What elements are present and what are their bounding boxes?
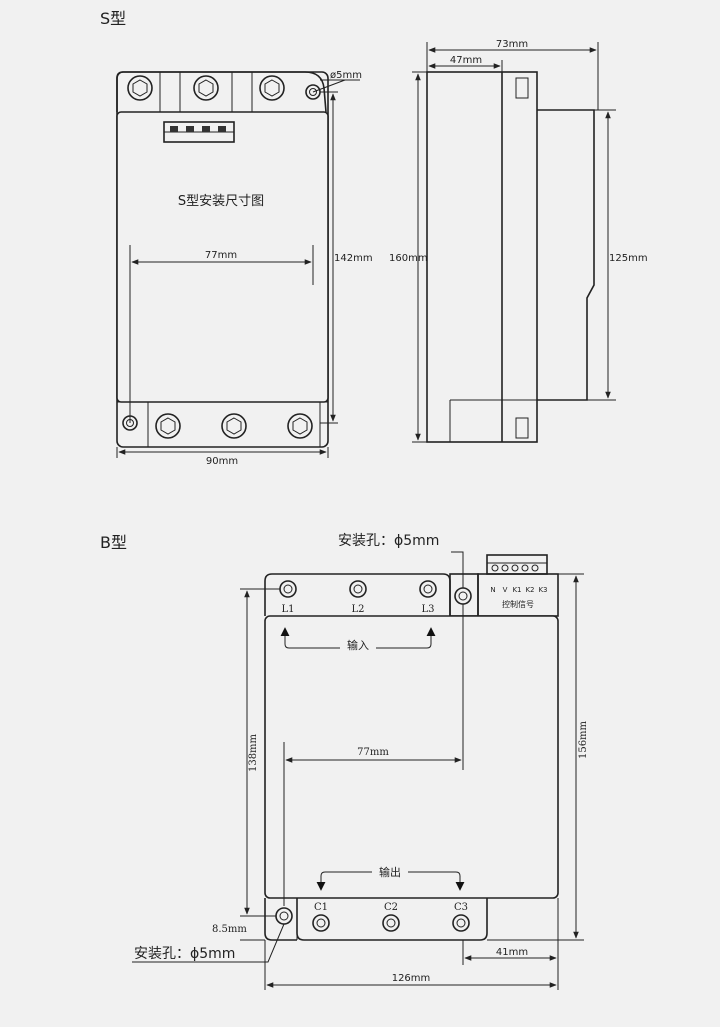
s-terminal-screw [155, 413, 181, 439]
b-dim-126: 126mm [392, 973, 431, 984]
b-terminal-label: C1 [314, 902, 328, 913]
b-front-view: L1 L2 L3 N V K1 K2 K3 控制信号 输入 输出 C1 C2 C… [264, 554, 559, 941]
b-dim-8-5: 8.5mm [212, 924, 247, 935]
s-terminal-screw [287, 413, 313, 439]
b-dim-41: 41mm [496, 947, 528, 958]
s-terminal-screw [221, 413, 247, 439]
b-input-screw [279, 580, 297, 598]
s-center-title: S型安装尺寸图 [178, 194, 264, 209]
b-terminal-label: C2 [384, 902, 398, 913]
s-dim-142: 142mm [334, 253, 373, 264]
b-terminal-label: L2 [351, 604, 364, 615]
s-side-view [426, 71, 595, 443]
b-output-screw [382, 914, 400, 932]
s-control-terminal [163, 121, 235, 143]
b-input-label: 输入 [347, 638, 369, 652]
s-dim-hole: ø5mm [330, 70, 362, 81]
s-type-heading: S型 [100, 9, 126, 28]
b-hole-bottom-label: 安装孔：ϕ5mm [134, 946, 235, 962]
b-terminal-label: L3 [421, 604, 434, 615]
s-dim-160: 160mm [389, 253, 428, 264]
b-dim-138: 138mm [248, 733, 259, 772]
b-control-label: 控制信号 [502, 599, 534, 609]
b-dim-156: 156mm [578, 720, 589, 759]
s-dim-90: 90mm [206, 456, 238, 467]
b-control-pin: V [503, 586, 508, 594]
s-dim-125: 125mm [609, 253, 648, 264]
b-output-label: 输出 [379, 865, 401, 879]
b-dim-77: 77mm [357, 747, 389, 758]
b-control-pin: K2 [525, 586, 534, 594]
b-hole-top-label: 安装孔：ϕ5mm [338, 533, 439, 549]
b-type-heading: B型 [100, 533, 127, 552]
b-control-pin: N [490, 586, 495, 594]
b-control-pin: K1 [512, 586, 521, 594]
s-dim-77: 77mm [205, 250, 237, 261]
b-terminal-label: C3 [454, 902, 468, 913]
b-terminal-label: L1 [281, 604, 294, 615]
b-input-screw [419, 580, 437, 598]
s-terminal-screw [193, 75, 219, 101]
b-output-screw [312, 914, 330, 932]
s-dim-47: 47mm [450, 55, 482, 66]
s-terminal-screw [127, 75, 153, 101]
b-input-screw [349, 580, 367, 598]
b-mounting-hole-top [454, 587, 472, 605]
b-mounting-hole-bottom [275, 907, 293, 925]
b-control-pin: K3 [538, 586, 547, 594]
s-dim-73: 73mm [496, 39, 528, 50]
s-terminal-screw [259, 75, 285, 101]
b-output-screw [452, 914, 470, 932]
